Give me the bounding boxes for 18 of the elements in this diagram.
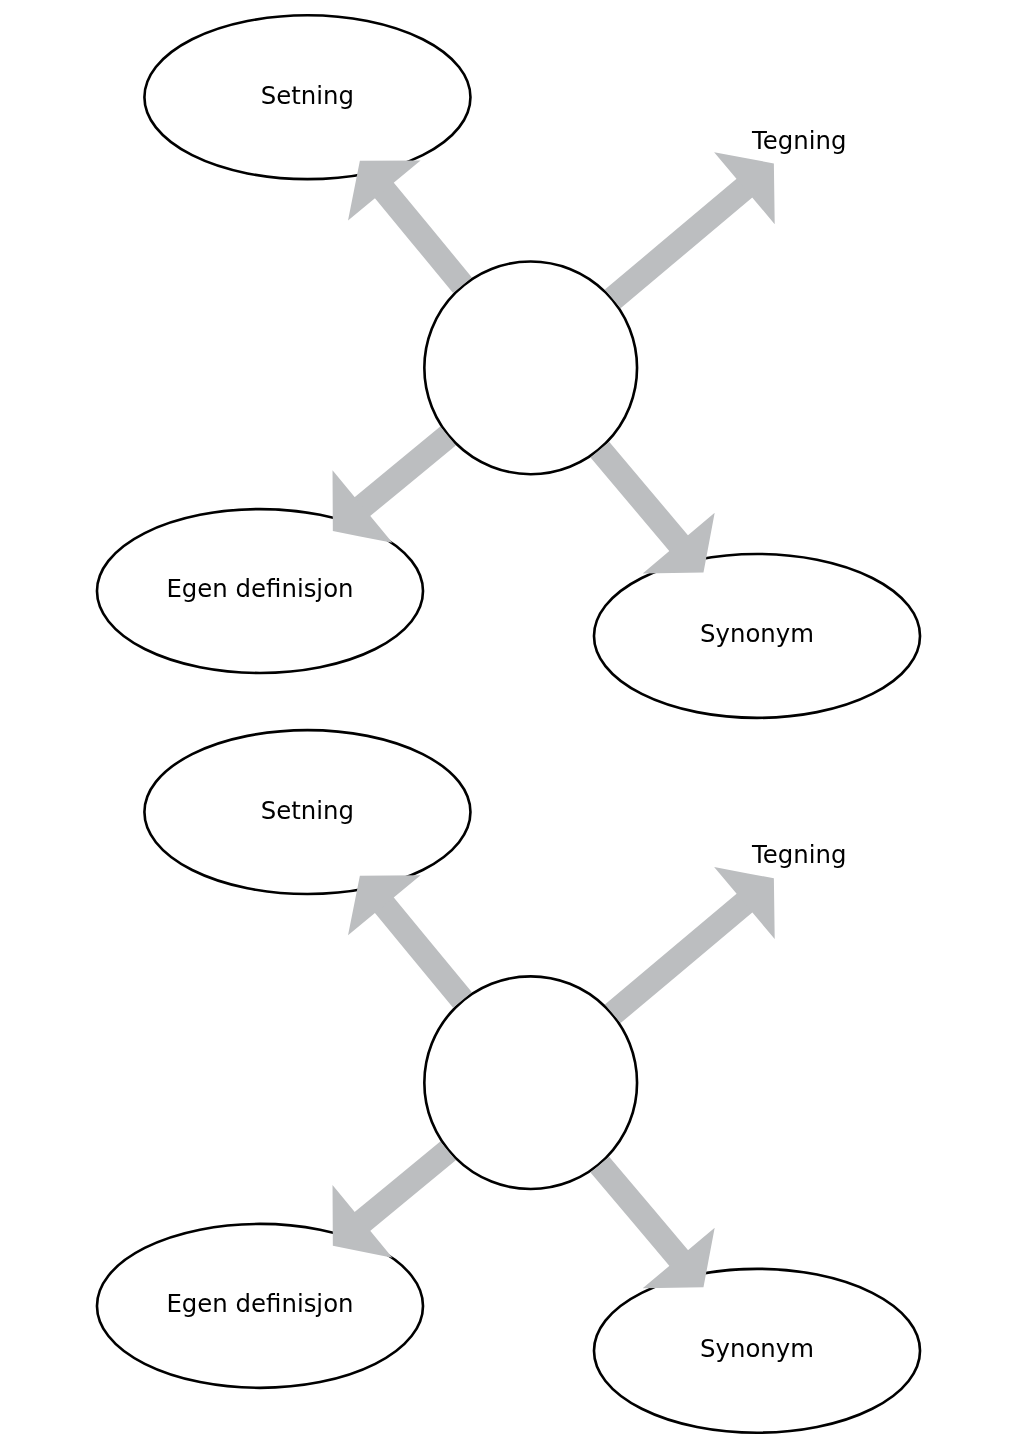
node-circle (422, 975, 638, 1191)
node-ellipse: Setning (142, 13, 472, 181)
node-ellipse: Egen definisjon (95, 507, 424, 675)
arrow (332, 426, 456, 543)
arrow (590, 1156, 715, 1289)
node-ellipse: Synonym (592, 552, 921, 720)
node-text: Tegning (751, 840, 846, 870)
arrow (347, 875, 472, 1008)
node-text: Tegning (751, 125, 846, 155)
arrow (347, 160, 472, 293)
arrow (590, 441, 715, 574)
arrow (332, 1141, 456, 1258)
node-circle (422, 260, 638, 476)
node-ellipse: Synonym (592, 1267, 921, 1435)
arrow (604, 152, 775, 309)
node-ellipse: Setning (142, 728, 472, 896)
arrow (604, 867, 775, 1024)
node-ellipse: Egen definisjon (95, 1222, 424, 1390)
